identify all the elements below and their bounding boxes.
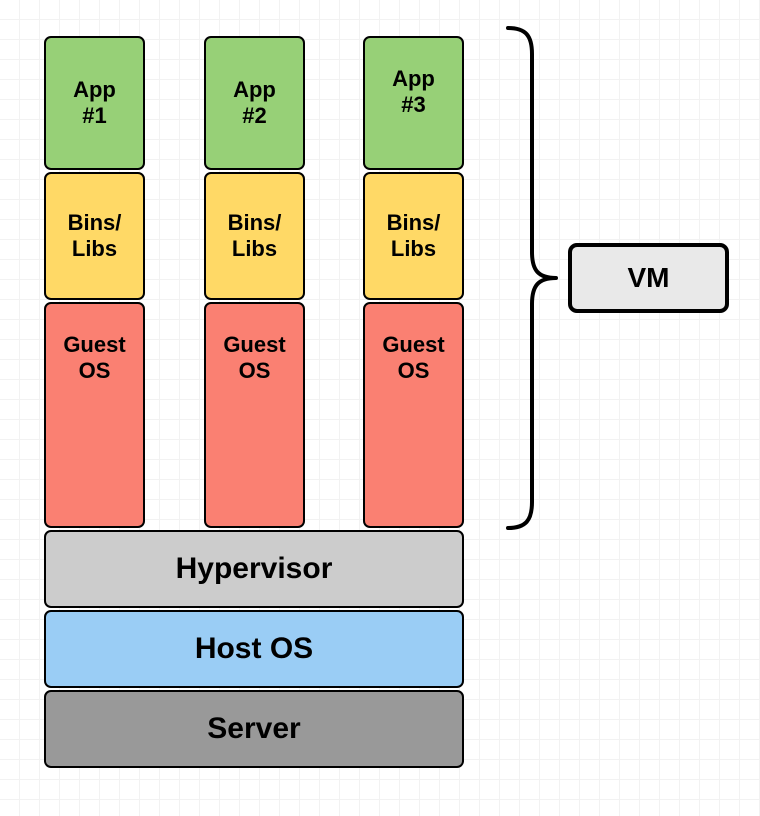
app-box-3-label: App #3	[392, 66, 435, 118]
guest-os-box-1-label: Guest OS	[63, 332, 126, 384]
vm-callout-box[interactable]: VM	[568, 243, 729, 313]
app-box-2[interactable]: App #2	[204, 36, 305, 170]
guest-os-box-3[interactable]: Guest OS	[363, 302, 464, 528]
vm-callout-label: VM	[627, 262, 670, 294]
bins-libs-box-1-label: Bins/ Libs	[67, 209, 122, 261]
hypervisor-box[interactable]: Hypervisor	[44, 530, 464, 608]
app-box-2-label: App #2	[233, 76, 276, 128]
host-os-label: Host OS	[194, 632, 314, 665]
host-os-box[interactable]: Host OS	[44, 610, 464, 688]
app-box-1[interactable]: App #1	[44, 36, 145, 170]
bins-libs-box-2-label: Bins/ Libs	[227, 209, 282, 261]
app-box-1-label: App #1	[73, 76, 116, 128]
hypervisor-label: Hypervisor	[175, 552, 333, 585]
guest-os-box-3-label: Guest OS	[382, 332, 445, 384]
server-box[interactable]: Server	[44, 690, 464, 768]
guest-os-box-1[interactable]: Guest OS	[44, 302, 145, 528]
bins-libs-box-1[interactable]: Bins/ Libs	[44, 172, 145, 300]
app-box-3[interactable]: App #3	[363, 36, 464, 170]
bins-libs-box-3[interactable]: Bins/ Libs	[363, 172, 464, 300]
bins-libs-box-2[interactable]: Bins/ Libs	[204, 172, 305, 300]
server-label: Server	[207, 712, 301, 745]
guest-os-box-2-label: Guest OS	[223, 332, 286, 384]
guest-os-box-2[interactable]: Guest OS	[204, 302, 305, 528]
bins-libs-box-3-label: Bins/ Libs	[386, 209, 441, 261]
